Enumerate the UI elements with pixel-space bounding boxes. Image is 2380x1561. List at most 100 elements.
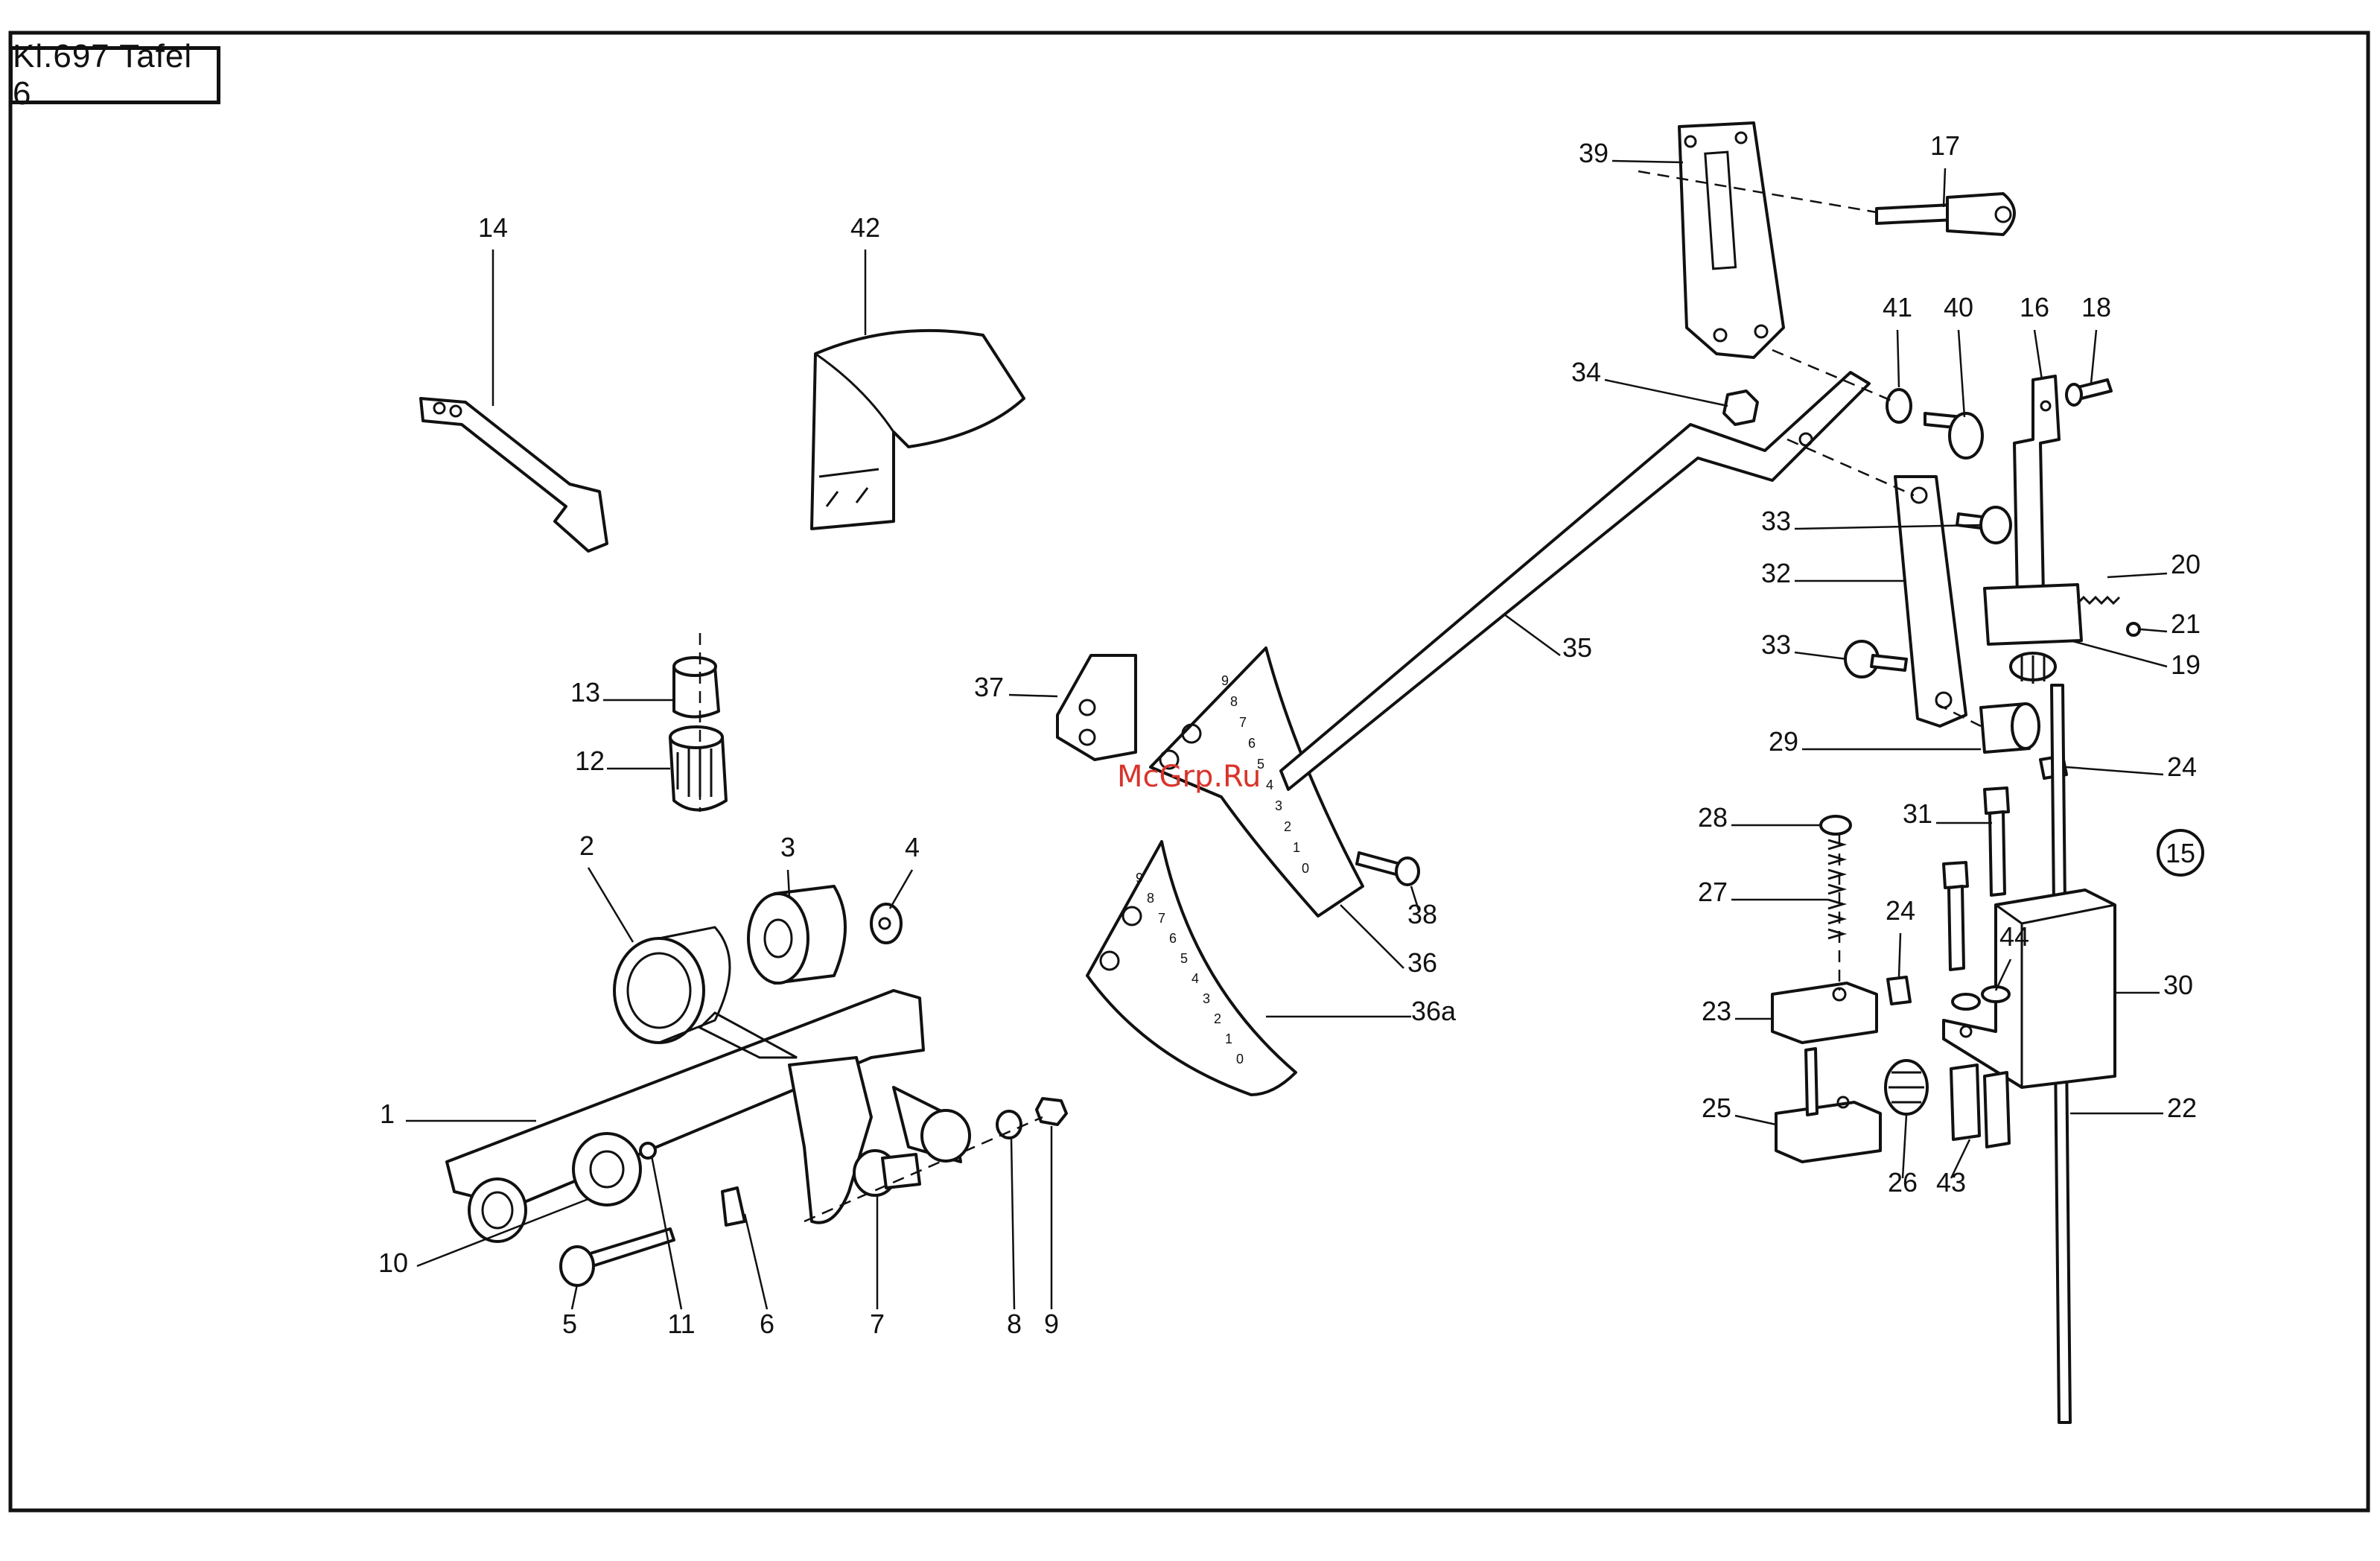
part-label: 43	[1936, 1167, 1966, 1198]
part-12-knurled-sleeve	[670, 727, 726, 810]
part-41-washer	[1887, 390, 1911, 422]
part-3-roller	[748, 886, 845, 983]
part-38-screw	[1357, 853, 1419, 885]
watermark: McGrp.Ru	[1117, 760, 1261, 794]
leader-line	[1735, 1116, 1776, 1125]
scale-tick-label: 6	[1248, 736, 1256, 751]
scale-tick-label: 8	[1147, 891, 1154, 906]
part-label: 28	[1698, 802, 1728, 833]
part-21-ball	[2128, 623, 2139, 635]
part-label: 11	[667, 1309, 695, 1339]
part-label: 36a	[1411, 996, 1457, 1026]
part-36a-scale	[1087, 842, 1296, 1095]
part-label: 33	[1761, 629, 1791, 660]
leader-line	[2066, 767, 2163, 775]
part-label: 24	[2167, 751, 2197, 782]
part-30-bracket	[1944, 890, 2115, 1087]
part-4-screw	[871, 904, 901, 943]
part-39-slotted-plate	[1679, 123, 1784, 357]
scale-tick-label: 8	[1230, 694, 1238, 709]
part-14-clip	[421, 398, 607, 551]
part-label: 3	[780, 832, 795, 862]
part-20-spring	[2078, 597, 2119, 603]
part-10-collar	[573, 1134, 640, 1205]
part-18-screw	[2066, 380, 2111, 405]
part-label: 5	[562, 1309, 577, 1339]
part-label: 12	[575, 745, 605, 776]
scale-tick-label: 2	[1284, 819, 1291, 834]
part-34-nut	[1724, 391, 1757, 425]
part-label: 30	[2163, 970, 2193, 1000]
part-label: 33	[1761, 506, 1791, 536]
leader-line	[1605, 380, 1728, 406]
leader-line	[2107, 573, 2167, 577]
part-32-link	[1895, 477, 1966, 726]
part-label: 14	[478, 212, 508, 243]
part-24-setscrew-b	[1888, 977, 1910, 1004]
part-label: 42	[850, 212, 880, 243]
part-label: 31	[1903, 798, 1932, 829]
leader-line	[1795, 525, 1981, 529]
part-label: 40	[1944, 292, 1973, 322]
part-5-screw	[561, 1229, 674, 1285]
leader-line	[890, 870, 912, 909]
part-label: 37	[974, 672, 1004, 702]
part-label: 20	[2171, 549, 2201, 579]
part-label: 24	[1886, 895, 1915, 926]
part-27-spring	[1828, 840, 1843, 938]
scale-tick-label: 9	[1221, 673, 1229, 688]
scale-tick-label: 4	[1191, 971, 1199, 986]
leader-line	[2141, 629, 2167, 632]
part-label: 8	[1007, 1309, 1022, 1339]
part-label: 2	[579, 830, 594, 861]
leader-line	[1944, 168, 1945, 207]
scale-tick-label: 3	[1203, 991, 1210, 1006]
scale-tick-label: 6	[1169, 931, 1177, 946]
group-number: 15	[2166, 838, 2195, 868]
part-label: 39	[1579, 138, 1609, 168]
part-roller-arm	[894, 1087, 970, 1162]
leader-line	[2091, 330, 2096, 384]
part-label: 10	[378, 1247, 408, 1278]
scale-tick-label: 4	[1266, 778, 1273, 792]
part-2-roller	[614, 927, 730, 1043]
leader-line	[745, 1214, 767, 1309]
part-26-knob	[1886, 1061, 1927, 1114]
part-11-setscrew	[640, 1143, 655, 1158]
leader-line	[1011, 1138, 1014, 1309]
part-19-clamp	[1985, 585, 2081, 684]
part-label: 23	[1702, 996, 1731, 1026]
part-25-block	[1776, 1049, 1880, 1162]
part-33-screw-b	[1845, 641, 1906, 677]
scale-tick-label: 1	[1225, 1031, 1232, 1046]
leader-line	[588, 868, 633, 942]
scale-tick-label: 0	[1236, 1052, 1244, 1066]
part-label: 6	[760, 1309, 774, 1339]
leader-line	[2034, 330, 2042, 380]
part-label: 41	[1883, 292, 1912, 322]
scale-tick-label: 7	[1239, 715, 1247, 730]
part-label: 22	[2167, 1093, 2197, 1123]
part-40-screw	[1925, 413, 1982, 458]
leader-line	[2070, 640, 2167, 667]
part-label: 29	[1769, 726, 1798, 757]
leader-line	[1897, 330, 1899, 387]
scale-tick-label: 7	[1158, 911, 1165, 926]
part-43-spacers	[1951, 1065, 2009, 1147]
scale-tick-label: 3	[1275, 798, 1282, 813]
part-37-plate	[1057, 655, 1136, 760]
part-label: 35	[1562, 632, 1592, 663]
leader-line	[1340, 905, 1404, 968]
part-label: 38	[1407, 899, 1437, 929]
scale-tick-label: 5	[1180, 951, 1188, 966]
part-label: 44	[1999, 921, 2029, 952]
part-7-stud	[854, 1151, 920, 1195]
leader-line	[1009, 695, 1057, 696]
part-label: 19	[2171, 649, 2201, 680]
part-label: 17	[1930, 130, 1960, 161]
part-23-block	[1772, 983, 1877, 1043]
part-13-cap	[674, 658, 719, 717]
part-label: 21	[2171, 608, 2201, 639]
part-label: 26	[1888, 1167, 1918, 1198]
